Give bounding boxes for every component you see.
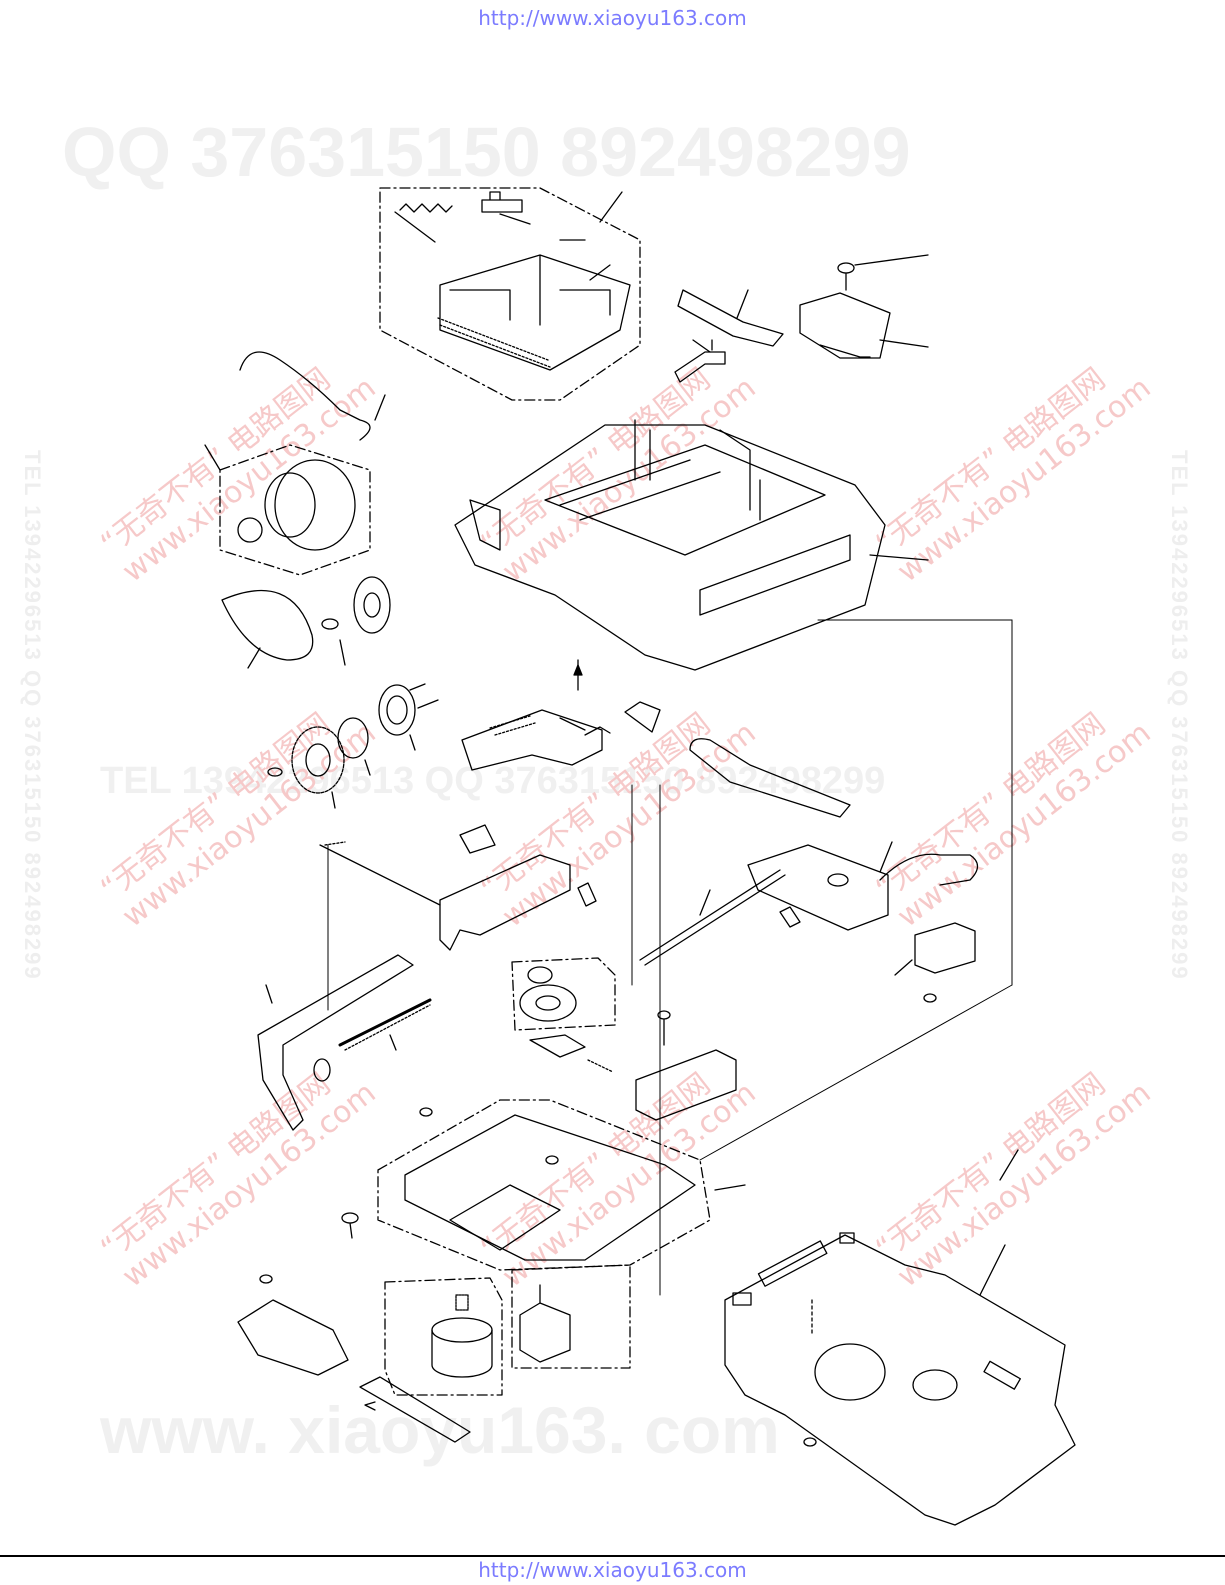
pcb-chip-1 xyxy=(732,1292,752,1306)
rack-spring xyxy=(559,717,611,736)
main-pcb-group xyxy=(724,1149,1076,1526)
sled-motor-body xyxy=(519,1302,571,1363)
turntable xyxy=(519,984,577,1022)
sled-base xyxy=(635,1010,737,1121)
rack-teeth xyxy=(437,317,551,368)
watermark-www: www. xiaoyu163. com xyxy=(100,1393,780,1467)
guide-shaft xyxy=(639,869,786,966)
pcb-chip-3 xyxy=(983,1360,1021,1390)
clamp-spring xyxy=(587,1059,614,1073)
pickup-sled-group xyxy=(689,738,979,1003)
pcb-hole-small xyxy=(912,1369,958,1401)
lead-screw xyxy=(338,998,432,1047)
motor-face xyxy=(264,472,316,538)
watermark-qq: QQ 376315150 892498299 xyxy=(62,113,911,191)
lever-arm xyxy=(257,954,414,1131)
sled-base-body xyxy=(635,1049,737,1121)
lift-clip xyxy=(459,824,496,854)
rack-body xyxy=(461,709,603,771)
belt-and-pulleys xyxy=(221,576,391,669)
switch-board xyxy=(237,1299,349,1376)
lower-chassis-body xyxy=(404,1114,696,1261)
chassis-deck xyxy=(544,444,826,556)
pulley-screw xyxy=(321,618,339,630)
gear-train xyxy=(267,683,439,809)
pickup-cover xyxy=(914,922,976,974)
gear-arrows xyxy=(409,683,439,709)
small-spring xyxy=(324,841,346,846)
spindle-spring xyxy=(455,1294,469,1311)
small-bracket xyxy=(674,339,726,383)
sled-motor-group xyxy=(511,1264,631,1369)
tray-body xyxy=(439,254,631,371)
chassis-rails xyxy=(469,499,851,616)
motor-body xyxy=(274,459,356,551)
clamp-plate xyxy=(799,292,891,359)
loading-motor-group xyxy=(204,351,386,576)
sled-arm xyxy=(689,738,851,818)
drive-belt xyxy=(221,589,314,661)
spindle-motor-group xyxy=(384,1277,503,1396)
pcb-hole-large xyxy=(814,1343,886,1401)
bottom-rule xyxy=(0,1555,1225,1557)
worm-gear xyxy=(313,1058,331,1082)
left-board-group xyxy=(237,1274,471,1443)
pickup-clip xyxy=(779,906,801,928)
gear-big xyxy=(291,726,345,794)
flex-cable xyxy=(359,1376,471,1443)
bracket-arm xyxy=(677,289,784,347)
turntable-washer xyxy=(527,966,553,984)
spring-part xyxy=(394,203,453,243)
lower-chassis xyxy=(341,1099,746,1271)
lift-frame xyxy=(319,824,597,951)
chassis-posts xyxy=(634,419,761,521)
chassis-outline xyxy=(454,424,886,671)
rack-latch xyxy=(624,701,661,733)
gear-cam xyxy=(378,684,416,736)
lever-part xyxy=(481,191,531,225)
pcb-connector xyxy=(757,1240,828,1287)
slider-rack xyxy=(461,659,661,771)
spindle-motor-top xyxy=(431,1317,493,1343)
gear-screw xyxy=(267,767,283,777)
upper-right-brackets xyxy=(674,254,929,383)
pickup-lens xyxy=(827,873,849,887)
main-pcb xyxy=(724,1234,1076,1526)
lead-screw-assembly xyxy=(257,841,432,1131)
motor-wire xyxy=(239,351,371,441)
header-url[interactable]: http://www.xiaoyu163.com xyxy=(478,6,747,30)
gear-middle xyxy=(337,717,369,759)
lift-latch xyxy=(577,882,597,907)
tray-assembly-group xyxy=(379,187,641,401)
lift-frame-body xyxy=(439,854,571,951)
turntable-group xyxy=(511,957,616,1073)
motor-pulley xyxy=(237,517,263,543)
pulley-large xyxy=(353,576,391,634)
main-chassis xyxy=(454,419,929,671)
pickup-flex xyxy=(879,853,979,886)
pcb-chip-2 xyxy=(839,1232,855,1244)
spindle-motor-body xyxy=(431,1329,493,1378)
clamp-lever xyxy=(529,1034,586,1058)
screw-head xyxy=(837,262,855,274)
lower-chassis-cutout xyxy=(449,1184,561,1251)
optical-pickup xyxy=(747,844,889,931)
flex-arrow xyxy=(364,1401,376,1411)
footer-url[interactable]: http://www.xiaoyu163.com xyxy=(478,1558,747,1582)
leader-lines xyxy=(327,619,1013,1296)
